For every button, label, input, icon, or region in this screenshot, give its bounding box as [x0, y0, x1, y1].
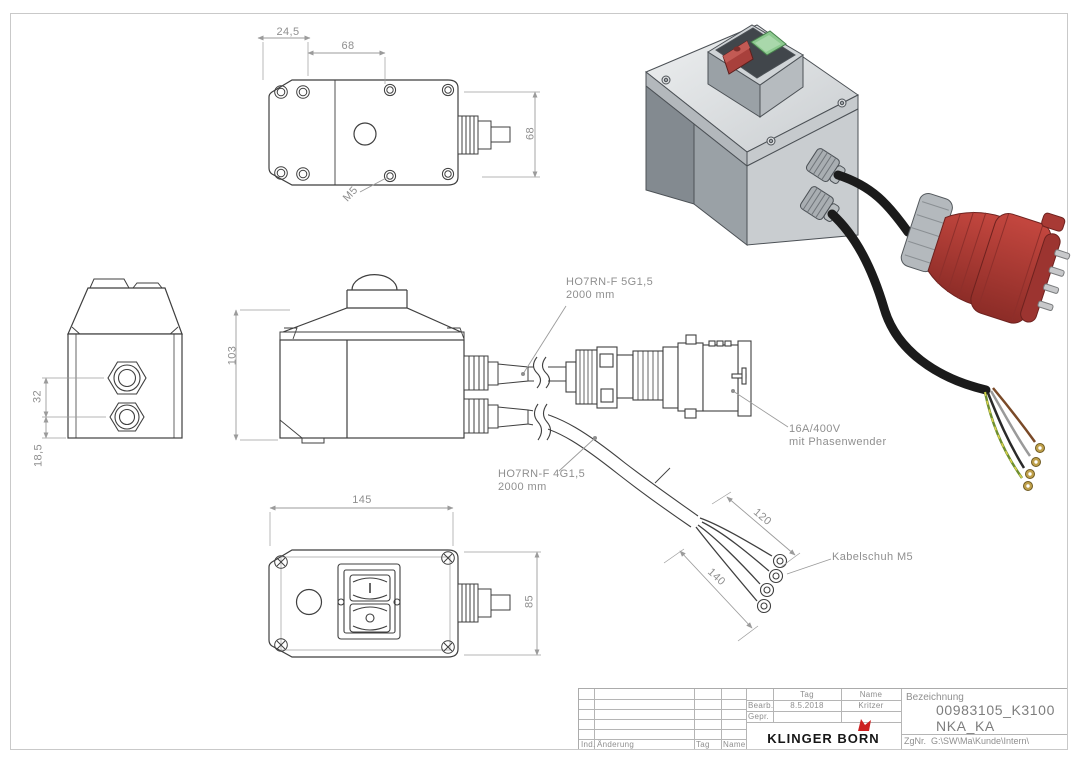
tb-line: [773, 689, 774, 722]
stripped-wires-3d: [983, 387, 1045, 491]
dim-68-horizontal: 68: [341, 40, 355, 52]
rev-ind-label: Ind.: [581, 740, 596, 749]
tb-line: [901, 734, 1067, 735]
side-view-glands: [463, 355, 529, 434]
front-view: [268, 549, 511, 658]
lid-screws: [661, 75, 847, 146]
tb-line: [579, 739, 746, 740]
part-number: 00983105_K3100: [936, 702, 1055, 718]
connector-2d: [565, 334, 752, 419]
part-name: NKA_KA: [936, 718, 995, 734]
sheet-frame: [10, 13, 1068, 750]
dim-18-5: 18,5: [32, 444, 45, 468]
name-column-header: Name: [859, 690, 883, 699]
end-view-glands: [107, 361, 147, 432]
rev-tag-label: Tag: [696, 740, 710, 749]
gland-3d-bottom: [799, 186, 840, 222]
ring-terminals: [756, 553, 788, 614]
rev-aenderung-label: Änderung: [597, 740, 635, 749]
switch-housing-3d: [707, 24, 804, 118]
cable-bottom-2d: [527, 403, 699, 528]
rev-name-label: Name: [723, 740, 746, 749]
klingerborn-logo-icon: [858, 719, 871, 731]
cable-top-2d: [528, 356, 566, 389]
cable-top-type: HO7RN-F 5G1,5: [566, 276, 654, 288]
tb-line: [579, 709, 746, 710]
cable-3d-top: [833, 170, 913, 237]
tb-line: [746, 700, 901, 701]
gepr-label: Gepr.: [748, 712, 770, 721]
top-view-screws: [274, 83, 455, 183]
zgnr-label: ZgNr.: [904, 736, 927, 746]
plug-phase-note: mit Phasenwender: [789, 436, 887, 448]
dimension-lines: [42, 35, 832, 656]
tb-line: [901, 689, 902, 749]
rocker-switch: [337, 563, 401, 640]
dim-85: 85: [523, 594, 536, 609]
dim-24-5: 24,5: [276, 26, 300, 38]
tb-line: [746, 711, 901, 712]
tb-line: [579, 719, 746, 720]
bezeichnung-label: Bezeichnung: [906, 692, 964, 703]
tb-line: [579, 699, 746, 700]
bearb-name: Kritzer: [858, 701, 884, 710]
render-3d: [645, 24, 1071, 491]
zgnr-path: G:\SW\Ma\Kunde\Intern\: [931, 736, 1030, 746]
bearb-label: Bearb.: [748, 701, 774, 710]
front-view-gland: [457, 583, 511, 623]
dim-145: 145: [352, 494, 372, 506]
end-view: [67, 278, 183, 439]
cable-3d-bottom: [827, 209, 991, 395]
title-block: Ind. Änderung Tag Name Tag Name Bearb. 8…: [578, 688, 1067, 749]
tb-line: [841, 689, 842, 722]
switch-off-symbol: [365, 613, 375, 623]
side-view: [279, 274, 699, 528]
tb-line: [746, 689, 747, 749]
front-view-screws: [274, 551, 455, 654]
company-logo-text: KLINGER BORN: [767, 731, 880, 746]
tb-line: [579, 729, 746, 730]
tb-line: [746, 722, 901, 723]
lug-callout: Kabelschuh M5: [832, 551, 914, 563]
dim-68-vertical: 68: [524, 126, 537, 141]
cable-bottom-length: 2000 mm: [498, 481, 547, 493]
dim-32: 32: [31, 389, 44, 404]
dim-103: 103: [226, 345, 239, 366]
cable-bottom-type: HO7RN-F 4G1,5: [498, 468, 586, 480]
cable-top-length: 2000 mm: [566, 289, 615, 301]
bearb-date: 8.5.2018: [790, 701, 824, 710]
gland-3d-top: [805, 148, 846, 184]
plug-pins-3d: [1037, 249, 1071, 311]
tag-column-header: Tag: [800, 690, 814, 699]
plug-rating: 16A/400V: [789, 423, 841, 435]
cee-plug-3d: [900, 193, 1071, 324]
top-view-gland: [457, 115, 511, 155]
top-view: [268, 79, 511, 186]
